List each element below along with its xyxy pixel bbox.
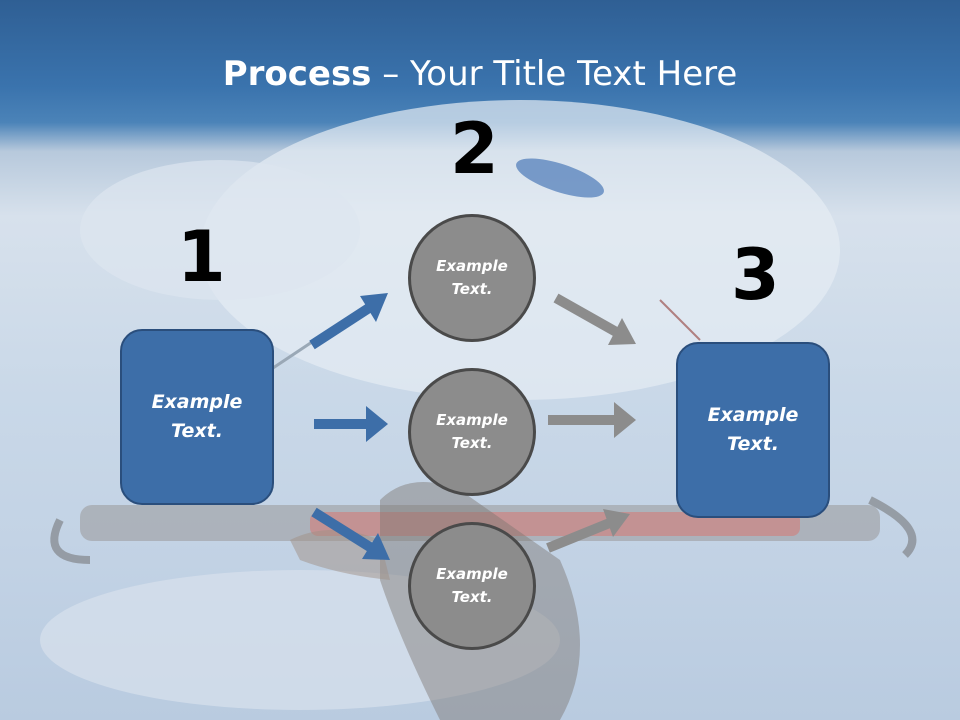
gray-arrow-up xyxy=(546,509,630,553)
step-number-1: 1 xyxy=(177,216,226,298)
title-rest: – Your Title Text Here xyxy=(371,54,738,94)
gray-arrow-middle xyxy=(548,402,636,438)
circle-bottom-text: Example Text. xyxy=(436,565,508,606)
page-title: Process – Your Title Text Here xyxy=(0,52,960,96)
right-box-text: Example Text. xyxy=(707,404,799,455)
circle-step-top: Example Text. xyxy=(408,214,536,342)
circle-step-bottom: Example Text. xyxy=(408,522,536,650)
blue-arrow-down xyxy=(311,507,390,560)
left-box-text: Example Text. xyxy=(151,391,243,442)
step-number-3: 3 xyxy=(731,234,780,316)
title-bold: Process xyxy=(222,54,372,94)
step-number-2: 2 xyxy=(450,108,499,190)
blue-arrow-up xyxy=(309,293,388,350)
left-process-box: Example Text. xyxy=(120,329,274,505)
right-process-box: Example Text. xyxy=(676,342,830,518)
gray-arrow-down xyxy=(553,293,636,345)
circle-step-middle: Example Text. xyxy=(408,368,536,496)
circle-top-text: Example Text. xyxy=(436,257,508,298)
circle-middle-text: Example Text. xyxy=(436,411,508,452)
blue-arrow-middle xyxy=(314,406,388,442)
